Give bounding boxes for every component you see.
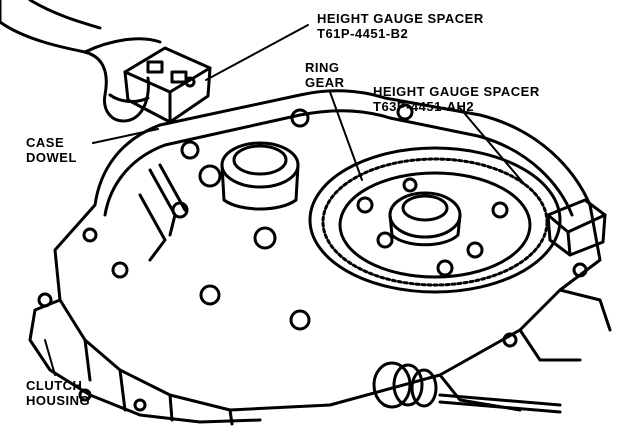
output-shaft [372,361,562,414]
label-case-dowel: CASE DOWEL [26,135,77,165]
label-line: T63P-4451-AH2 [373,99,475,114]
label-line: GEAR [305,75,345,90]
label-height-gauge-spacer-ah2: HEIGHT GAUGE SPACER T63P-4451-AH2 [373,84,540,114]
label-height-gauge-spacer-b2: HEIGHT GAUGE SPACER T61P-4451-B2 [317,11,484,41]
label-line: HEIGHT GAUGE SPACER [317,11,484,26]
label-line: RING [305,60,340,75]
label-line: DOWEL [26,150,77,165]
label-line: HOUSING [26,393,91,408]
label-line: T61P-4451-B2 [317,26,409,41]
label-ring-gear: RING GEAR [305,60,345,90]
label-line: HEIGHT GAUGE SPACER [373,84,540,99]
label-line: CLUTCH [26,378,83,393]
label-line: CASE [26,135,65,150]
label-clutch-housing: CLUTCH HOUSING [26,378,90,408]
differential-carrier [388,191,462,247]
shift-linkage [138,163,189,262]
bearing-bore [220,141,300,211]
ring-gear [308,146,562,294]
transaxle-case [28,89,612,426]
spacer-b2-block [123,46,212,124]
leader-lines [44,24,526,376]
spacer-ah2-block [546,198,607,257]
bolt-bosses [82,103,588,348]
